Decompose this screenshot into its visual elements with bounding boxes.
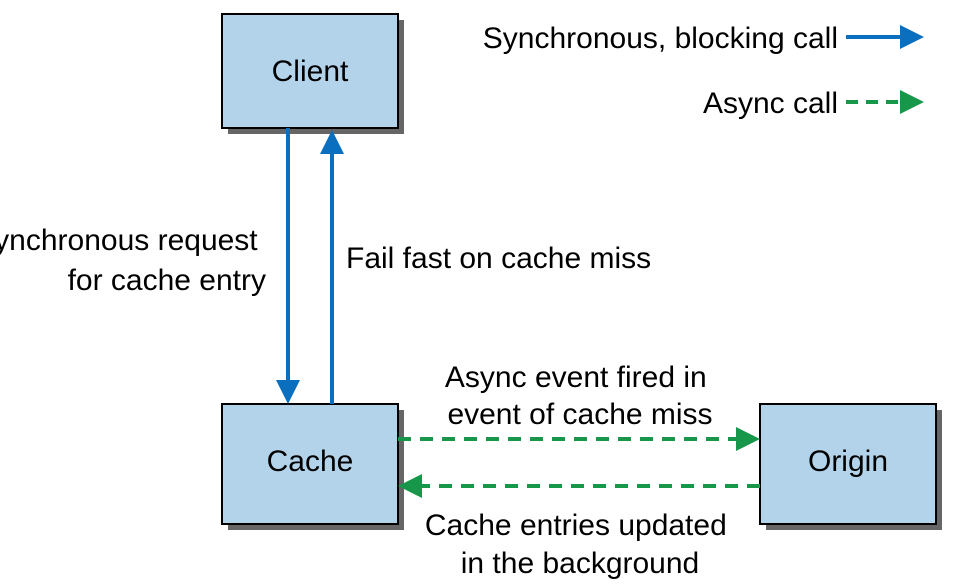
cache-update-label-line-2: in the background: [461, 547, 700, 580]
client-node-label: Client: [272, 55, 349, 88]
client-node-box: [221, 13, 399, 129]
fail-fast-arrowhead: [320, 130, 344, 154]
legend-async-entry: Async call: [703, 87, 924, 120]
legend-sync-entry: Synchronous, blocking call: [483, 22, 924, 55]
async-event-label-line-2: event of cache miss: [447, 398, 712, 431]
sync-request-arrowhead: [276, 380, 300, 404]
cache-update-label: Cache entries updated in the background: [425, 509, 735, 580]
cache-update-label-line-1: Cache entries updated: [425, 509, 727, 542]
fail-fast-label-line-1: Fail fast on cache miss: [346, 242, 651, 275]
async-event-arrow: [398, 427, 760, 451]
fail-fast-label: Fail fast on cache miss: [346, 242, 651, 275]
client-node: Client: [221, 13, 404, 134]
legend: Synchronous, blocking call Async call: [483, 22, 924, 120]
legend-async-arrowhead: [900, 90, 924, 114]
sync-request-label-line-2: for cache entry: [68, 264, 266, 297]
cache-node: Cache: [221, 403, 404, 530]
async-event-label-line-1: Async event fired in: [445, 361, 707, 394]
origin-node-box: [759, 403, 937, 525]
cache-node-label: Cache: [267, 445, 354, 478]
cache-node-box: [221, 403, 399, 525]
legend-sync-arrowhead: [900, 25, 924, 49]
legend-async-label: Async call: [703, 87, 838, 120]
async-event-arrowhead: [736, 427, 760, 451]
origin-node-label: Origin: [808, 445, 888, 478]
origin-node: Origin: [759, 403, 942, 530]
fail-fast-arrow: [320, 130, 344, 404]
async-event-label: Async event fired in event of cache miss: [445, 361, 715, 431]
cache-update-arrowhead: [398, 474, 422, 498]
sync-request-label: Synchronous request for cache entry: [0, 224, 266, 297]
sync-request-arrow: [276, 128, 300, 404]
cache-update-arrow: [398, 474, 760, 498]
sync-request-label-line-1: Synchronous request: [0, 224, 258, 257]
legend-sync-label: Synchronous, blocking call: [483, 22, 838, 55]
